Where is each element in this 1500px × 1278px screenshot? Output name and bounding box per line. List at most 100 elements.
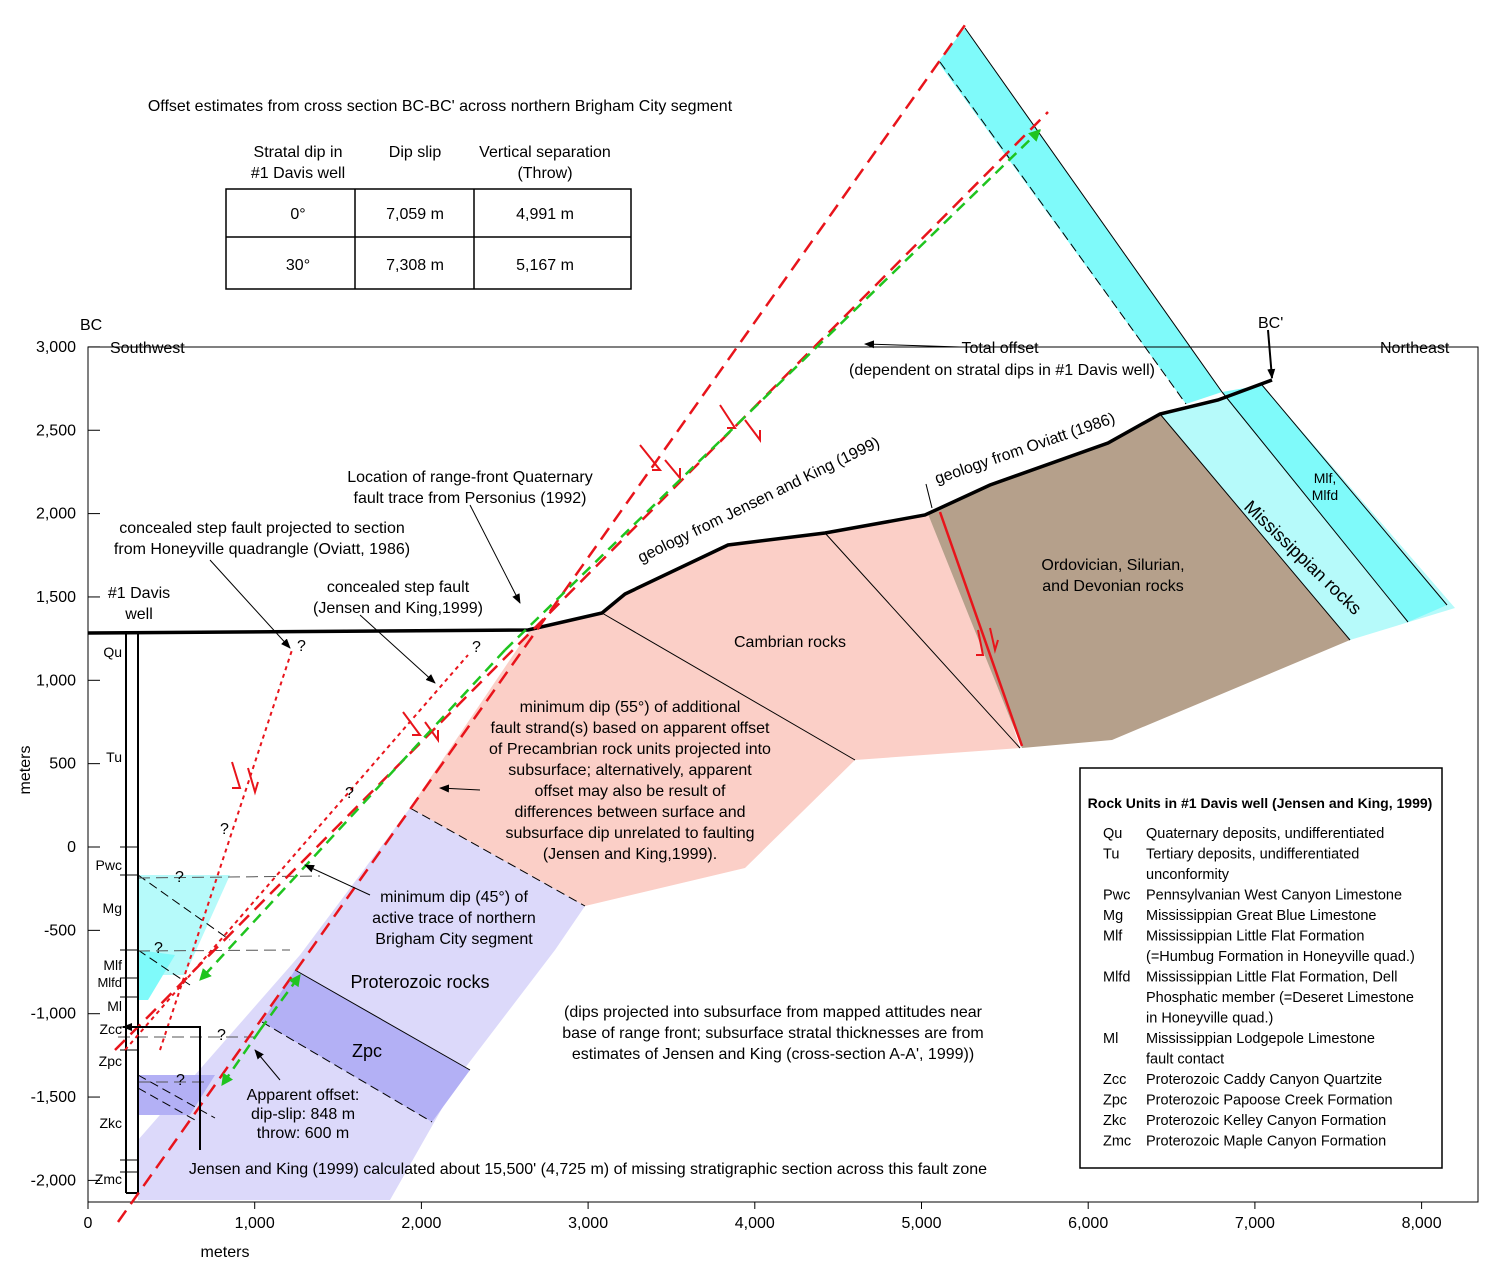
- mlf-label: Mlf,Mlfd: [1312, 470, 1338, 503]
- legend-code: Zcc: [1103, 1072, 1126, 1088]
- range-front-label-1: Location of range-front Quaternary: [347, 469, 592, 486]
- concealed-jk-label-1: concealed step fault: [327, 579, 470, 596]
- legend-title: Rock Units in #1 Davis well (Jensen and …: [1088, 795, 1433, 811]
- table-header-throw-1: Vertical separation: [479, 144, 611, 161]
- note-line: active trace of northern: [372, 910, 536, 927]
- question-mark: ?: [297, 638, 306, 655]
- table-header-dip-1: Stratal dip in: [254, 144, 343, 161]
- y-tick-label: 500: [49, 756, 76, 773]
- well-unit-label: Zpc: [99, 1053, 122, 1069]
- x-tick-label: 5,000: [901, 1215, 941, 1232]
- table-cell: 30°: [286, 257, 310, 274]
- left-direction-label: Southwest: [110, 340, 185, 357]
- secondary-fault-trace: [114, 111, 1049, 1051]
- concealed-jk-label-2: (Jensen and King,1999): [313, 600, 483, 617]
- topographic-profile: [87, 378, 1273, 635]
- x-tick-label: 3,000: [568, 1215, 608, 1232]
- main-fault-trace: [116, 24, 967, 1223]
- well-zpc-lavender: [138, 1075, 215, 1115]
- legend-desc: Mississippian Lodgepole Limestone: [1146, 1031, 1375, 1047]
- legend-code: Zmc: [1103, 1134, 1131, 1150]
- legend-desc: in Honeyville quad.): [1146, 1011, 1273, 1027]
- legend-desc: Phosphatic member (=Deseret Limestone: [1146, 990, 1414, 1006]
- well-unit-label: Qu: [103, 644, 122, 660]
- note-line: (Jensen and King,1999).: [543, 846, 717, 863]
- note-line: dip-slip: 848 m: [251, 1106, 355, 1123]
- range-front-label-2: fault trace from Personius (1992): [354, 490, 587, 507]
- note-line: Brigham City segment: [375, 931, 533, 948]
- note-line: subsurface dip unrelated to faulting: [505, 825, 754, 842]
- y-tick-label: 2,000: [36, 506, 76, 523]
- y-tick-label: -1,500: [31, 1089, 76, 1106]
- legend-code: Qu: [1103, 826, 1122, 842]
- offset-table: Offset estimates from cross section BC-B…: [148, 98, 733, 290]
- legend-desc: Pennsylvanian West Canyon Limestone: [1146, 888, 1402, 904]
- legend-desc: Proterozoic Caddy Canyon Quartzite: [1146, 1072, 1382, 1088]
- y-tick-label: -500: [44, 922, 76, 939]
- note-line: fault strand(s) based on apparent offset: [491, 720, 771, 737]
- legend-code: Zpc: [1103, 1093, 1127, 1109]
- x-tick-label: 2,000: [401, 1215, 441, 1232]
- well-unit-label: Zcc: [99, 1021, 122, 1037]
- question-mark: ?: [154, 940, 163, 957]
- y-tick-label: -1,000: [31, 1006, 76, 1023]
- well-unit-label: Mlfd: [97, 975, 122, 990]
- jk-step-fault: [124, 654, 469, 1051]
- legend-code: Mg: [1103, 908, 1123, 924]
- apparent-offset-bracket: [122, 1023, 201, 1150]
- question-marks: ????????: [154, 638, 481, 1089]
- proterozoic-label: Proterozoic rocks: [350, 972, 489, 992]
- zpc-label: Zpc: [352, 1041, 382, 1061]
- question-mark: ?: [217, 1027, 226, 1044]
- y-tick-label: 1,000: [36, 672, 76, 689]
- legend-code: Tu: [1103, 847, 1119, 863]
- x-tick-label: 8,000: [1402, 1215, 1442, 1232]
- legend-code: Zkc: [1103, 1113, 1126, 1129]
- y-tick-label: 2,500: [36, 422, 76, 439]
- faults: [114, 24, 1049, 1223]
- legend-desc: Tertiary deposits, undifferentiated: [1146, 847, 1359, 863]
- question-mark: ?: [220, 821, 229, 838]
- table-cell: 4,991 m: [516, 206, 574, 223]
- well-unit-label: Zmc: [95, 1171, 122, 1187]
- section-end-label: BC': [1258, 315, 1283, 332]
- ordovician-fault: [938, 511, 1024, 747]
- concealed-oviatt-label-1: concealed step fault projected to sectio…: [119, 520, 405, 537]
- well-unit-label: Pwc: [96, 857, 122, 873]
- well-mlf-cyan: [138, 950, 175, 1000]
- oviatt-step-fault: [159, 649, 293, 1051]
- y-tick-label: 0: [67, 839, 76, 856]
- table-header-dip-2: #1 Davis well: [251, 165, 345, 182]
- well-label-1: #1 Davis: [108, 585, 170, 602]
- missing-section-note: Jensen and King (1999) calculated about …: [189, 1161, 987, 1178]
- note-line: estimates of Jensen and King (cross-sect…: [572, 1046, 974, 1063]
- ordovician-devonian-region: [928, 414, 1350, 748]
- x-tick-label: 1,000: [235, 1215, 275, 1232]
- axes-frame: [87, 346, 1479, 1203]
- ordovician-label: Ordovician, Silurian,and Devonian rocks: [1041, 557, 1184, 595]
- cambrian-label: Cambrian rocks: [734, 634, 846, 651]
- rock-units-legend: Rock Units in #1 Davis well (Jensen and …: [1079, 767, 1443, 1169]
- note-line: subsurface; alternatively, apparent: [508, 762, 752, 779]
- legend-desc: Proterozoic Kelley Canyon Formation: [1146, 1113, 1386, 1129]
- question-mark: ?: [175, 869, 184, 886]
- section-start-label: BC: [80, 317, 102, 334]
- table-cell: 5,167 m: [516, 257, 574, 274]
- well-unit-label: Zkc: [99, 1115, 122, 1131]
- legend-desc: Proterozoic Maple Canyon Formation: [1146, 1134, 1386, 1150]
- well-mg-cyan: [138, 875, 230, 975]
- mlf-band-upper: [938, 28, 1222, 404]
- well-label-2: well: [124, 606, 153, 623]
- zpc-band: [262, 970, 470, 1122]
- well-unit-label: Mlf: [103, 957, 122, 973]
- slip-sense-arrows: [231, 404, 999, 796]
- legend-desc: Quaternary deposits, undifferentiated: [1146, 826, 1384, 842]
- well-unit-label: Mg: [103, 900, 122, 916]
- legend-desc: Mississippian Great Blue Limestone: [1146, 908, 1377, 924]
- y-tick-label: -2,000: [31, 1172, 76, 1189]
